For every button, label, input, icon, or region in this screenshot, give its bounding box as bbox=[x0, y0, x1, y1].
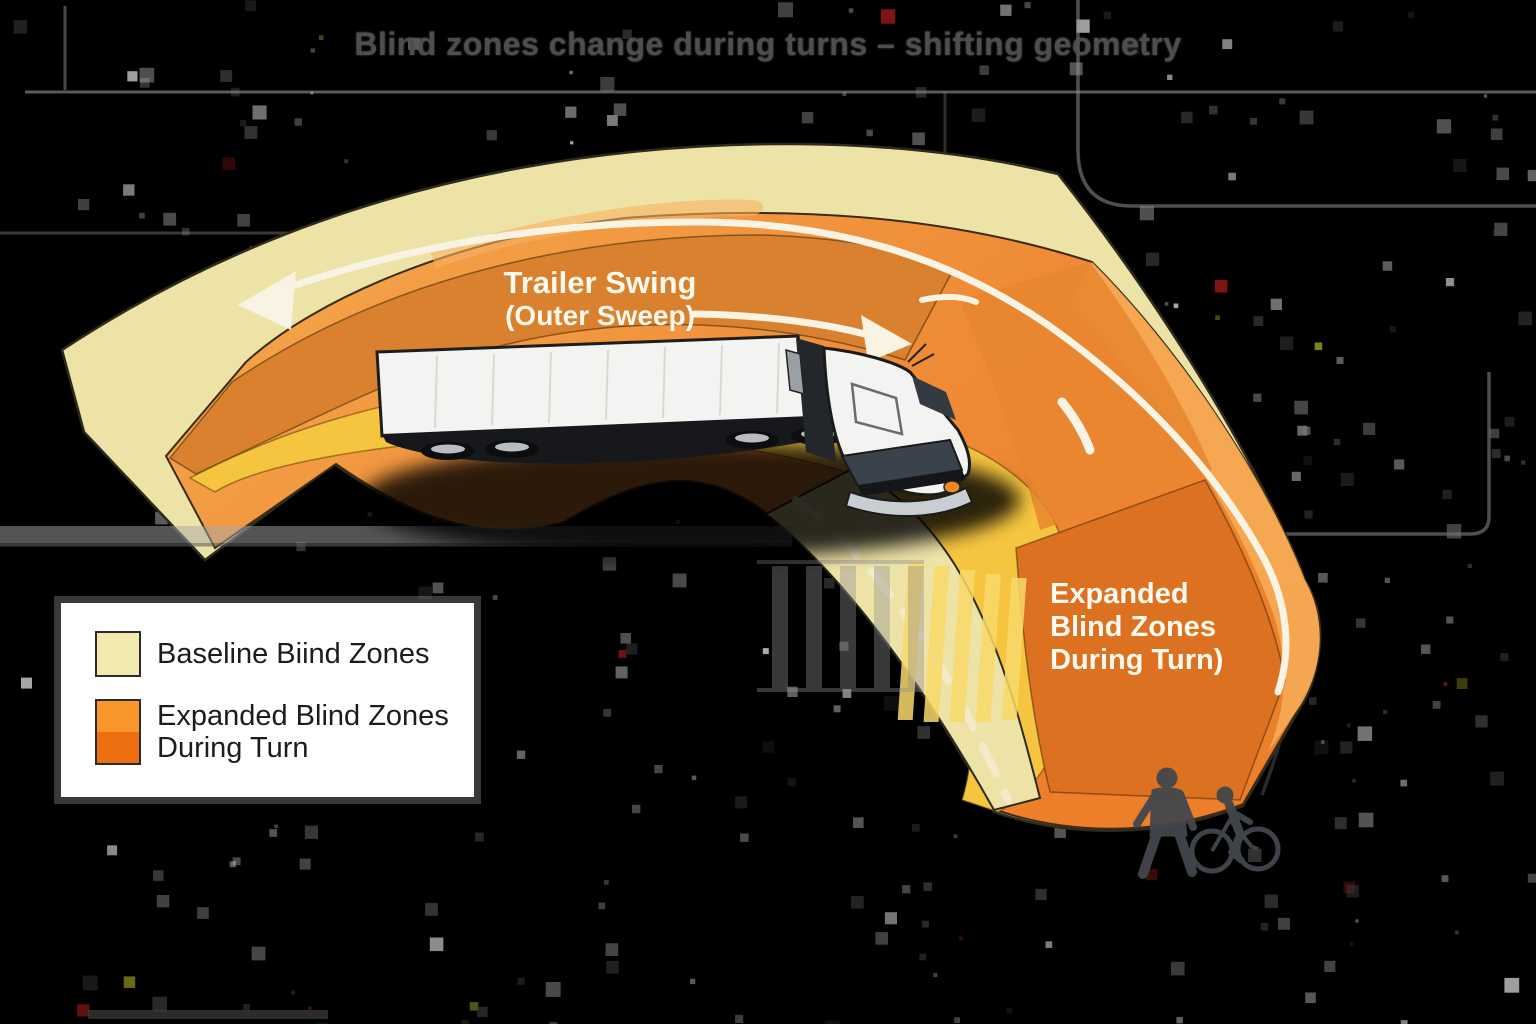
baseline-swatch bbox=[95, 631, 141, 677]
trailer-swing-label-line2: (Outer Sweep) bbox=[505, 300, 695, 331]
cab-side-facet bbox=[960, 262, 1212, 530]
cab-step bbox=[785, 348, 805, 396]
trailer-swing-label: Trailer Swing (Outer Sweep) bbox=[430, 266, 770, 332]
legend-item-expanded-label-line2: During Turn bbox=[157, 732, 309, 764]
trailer-swing-arrow bbox=[691, 310, 912, 362]
cyclist-icon bbox=[1189, 786, 1281, 874]
cab-side-window bbox=[912, 376, 956, 420]
cab-bumper bbox=[844, 486, 974, 517]
expanded-zone-label-line3: During Turn) bbox=[1050, 644, 1224, 676]
trailer-swing-label-line1: Trailer Swing bbox=[503, 265, 697, 300]
cab-indicator-light bbox=[943, 480, 961, 494]
expanded-swatch bbox=[95, 699, 141, 765]
legend-item-baseline: Baseline Biind Zones bbox=[95, 631, 429, 677]
zone-stripes bbox=[897, 562, 1027, 722]
trailer-panel-lines bbox=[434, 342, 780, 429]
inner-road-highlight bbox=[430, 199, 764, 268]
expanded-label-facet bbox=[1015, 479, 1286, 801]
cab-mirror bbox=[907, 343, 935, 367]
crosswalk bbox=[757, 560, 924, 692]
pedestrian-icon bbox=[1133, 767, 1197, 879]
legend-item-expanded-label: Expanded Blind Zones During Turn bbox=[157, 700, 449, 764]
expanded-zone-label-line1: Expanded bbox=[1050, 578, 1189, 610]
cab-front-trim bbox=[858, 470, 966, 496]
diagram-title: Blind zones change during turns – shifti… bbox=[354, 26, 1182, 62]
legend-item-expanded: Expanded Blind Zones During Turn bbox=[95, 699, 449, 765]
legend: Baseline Biind Zones Expanded Blind Zone… bbox=[57, 599, 478, 801]
sweep-arrow bbox=[258, 218, 1290, 696]
sweep-arrowhead bbox=[238, 271, 296, 330]
expanded-zone-label-line2: Blind Zones bbox=[1050, 611, 1216, 643]
truck bbox=[375, 334, 974, 517]
cab-sunroof bbox=[850, 382, 904, 436]
expanded-zone-label: Expanded Blind Zones During Turn) bbox=[1050, 578, 1310, 677]
legend-item-baseline-label: Baseline Biind Zones bbox=[157, 638, 430, 670]
legend-item-expanded-label-line1: Expanded Blind Zones bbox=[157, 700, 449, 732]
